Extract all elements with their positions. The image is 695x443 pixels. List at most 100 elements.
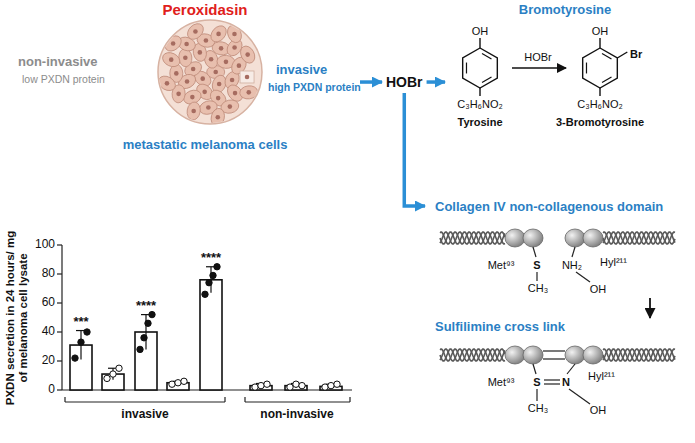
cell-nucleus bbox=[213, 70, 218, 75]
residue-label: Hyl²¹¹ bbox=[588, 370, 615, 383]
data-point bbox=[175, 380, 181, 386]
tick-label: 0 bbox=[48, 383, 55, 397]
data-point bbox=[116, 365, 122, 371]
residue-label: Met⁹³ bbox=[488, 376, 515, 389]
cell bbox=[156, 73, 178, 93]
cell-nucleus bbox=[237, 63, 242, 68]
bars bbox=[70, 264, 342, 391]
formula: C₃H₆NO₂ bbox=[457, 98, 503, 111]
cell-nucleus bbox=[215, 115, 220, 120]
cell-nucleus bbox=[228, 104, 233, 109]
helix-strand bbox=[603, 349, 675, 361]
group-bracket bbox=[224, 397, 225, 402]
connector-arrow bbox=[360, 80, 382, 84]
tick-label: 20 bbox=[42, 354, 55, 368]
nc1-domain bbox=[565, 346, 585, 364]
side-chain bbox=[533, 247, 536, 257]
data-point bbox=[293, 381, 299, 387]
cell bbox=[240, 71, 254, 83]
data-point bbox=[72, 355, 78, 361]
helix-strand bbox=[603, 232, 675, 244]
group-bracket bbox=[244, 397, 245, 402]
data-point bbox=[299, 382, 305, 388]
group-bracket bbox=[245, 401, 350, 402]
cell-nucleus bbox=[216, 32, 221, 37]
helix-strand bbox=[440, 349, 505, 361]
cell bbox=[162, 33, 184, 54]
tick-label: 60 bbox=[42, 296, 55, 310]
cell-nucleus bbox=[246, 90, 251, 95]
bar bbox=[135, 332, 157, 390]
cell-nucleus bbox=[176, 92, 181, 97]
bond bbox=[479, 38, 480, 48]
residue-label: Hyl²¹¹ bbox=[600, 256, 627, 269]
double-bond bbox=[602, 77, 611, 82]
benzene-ring bbox=[463, 48, 498, 88]
cell-nucleus bbox=[233, 91, 238, 96]
bond bbox=[479, 88, 480, 96]
cell-nucleus bbox=[217, 82, 222, 87]
cell-nucleus bbox=[216, 96, 221, 101]
axis-tick bbox=[57, 360, 62, 361]
residue-label: OH bbox=[590, 283, 607, 296]
data-point bbox=[206, 280, 212, 286]
bond bbox=[536, 272, 537, 281]
cell-nucleus bbox=[224, 60, 229, 65]
atom-label: Br bbox=[630, 48, 642, 61]
axis-tick bbox=[57, 331, 62, 332]
panel: Peroxidasinnon-invasivelow PXDN proteini… bbox=[10, 0, 360, 165]
cell-nucleus bbox=[204, 38, 209, 43]
helix-strand bbox=[603, 349, 675, 361]
connector-arrow bbox=[649, 298, 651, 318]
node-title: Sulfilimine cross link bbox=[435, 320, 565, 335]
tick-label: 100 bbox=[35, 238, 55, 252]
cell-nucleus bbox=[206, 105, 211, 110]
cell bbox=[225, 23, 244, 45]
cell bbox=[239, 85, 258, 100]
residue-label: S bbox=[533, 259, 540, 272]
cell-nucleus bbox=[245, 75, 250, 80]
panel: Sulfilimine cross link bbox=[425, 318, 690, 438]
bond bbox=[536, 389, 537, 401]
cell-nucleus bbox=[198, 50, 203, 55]
axis-tick bbox=[57, 273, 62, 274]
nc1-domain bbox=[565, 229, 585, 247]
node-title: Peroxidasin bbox=[162, 1, 247, 18]
axis-tick bbox=[57, 302, 62, 303]
cell bbox=[209, 107, 226, 128]
double-bond bbox=[586, 63, 587, 74]
data-point bbox=[264, 381, 270, 387]
node-text: invasive bbox=[276, 63, 327, 78]
data-point bbox=[258, 382, 264, 388]
data-point bbox=[145, 320, 151, 326]
helix-strand bbox=[440, 232, 505, 244]
helix-strand bbox=[440, 349, 505, 361]
group-bracket bbox=[65, 401, 225, 402]
node-text: high PXDN protein bbox=[268, 81, 361, 93]
bond bbox=[576, 272, 590, 282]
chem-label: OH bbox=[472, 25, 489, 38]
cell-nucleus bbox=[165, 81, 170, 86]
double-bond bbox=[544, 383, 560, 384]
helix-strand bbox=[603, 232, 675, 244]
nc1-domain bbox=[523, 229, 543, 247]
tick-label: 80 bbox=[42, 267, 55, 281]
data-point bbox=[252, 384, 258, 390]
cell-nucleus bbox=[169, 57, 174, 62]
cell-nucleus bbox=[230, 78, 235, 83]
cell-nucleus bbox=[191, 67, 196, 72]
group-label: invasive bbox=[121, 408, 168, 422]
significance-mark: *** bbox=[73, 314, 88, 329]
group-bracket bbox=[64, 397, 65, 402]
bond bbox=[599, 88, 600, 96]
residue-label: Met⁹³ bbox=[488, 259, 515, 272]
tyrosine-structure bbox=[463, 38, 498, 96]
cross-link bbox=[543, 350, 565, 351]
double-bond bbox=[482, 54, 491, 59]
panel: Collagen IV non-collagenous domain bbox=[425, 198, 690, 298]
cell bbox=[160, 50, 182, 69]
collagen-helix bbox=[440, 232, 505, 244]
cell-cluster bbox=[158, 20, 262, 124]
cell bbox=[238, 44, 258, 66]
data-point bbox=[202, 291, 208, 297]
